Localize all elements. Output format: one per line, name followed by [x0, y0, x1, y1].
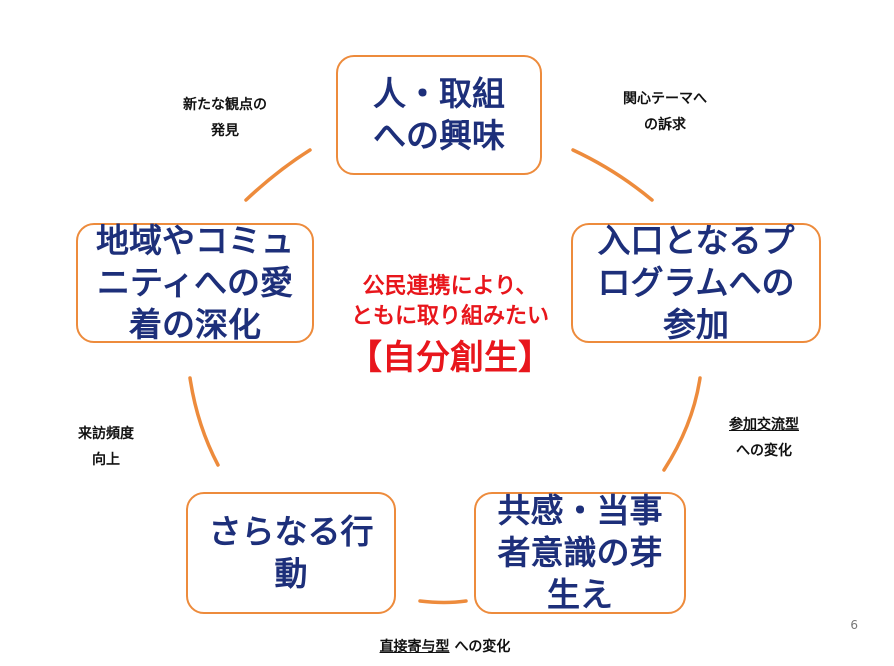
arc-top-right — [571, 148, 654, 202]
node-interest-line2: への興味 — [373, 116, 505, 155]
node-empathy: 共感・当事 者意識の芽 生え — [474, 491, 686, 614]
label-new-perspective-line1: 新たな観点の — [183, 97, 267, 113]
node-further-action: さらなる行 動 — [186, 492, 396, 614]
node-program-participation-line3: 参加 — [663, 305, 729, 344]
arc-bottom — [418, 599, 468, 605]
node-community-attachment-line1: 地域やコミュ — [96, 221, 294, 260]
node-program-participation-line1: 入口となるプ — [597, 221, 795, 260]
node-community-attachment-line3: 着の深化 — [129, 305, 261, 344]
arc-top-left — [244, 148, 312, 202]
label-direct-contribution-rest: への変化 — [454, 639, 511, 655]
center-title: 【自分創生】 — [348, 338, 552, 378]
page-number: 6 — [850, 618, 858, 632]
label-visit-frequency-line1: 来訪頻度 — [78, 426, 134, 442]
node-empathy-line3: 生え — [547, 575, 613, 614]
node-empathy-line1: 共感・当事 — [497, 491, 663, 530]
node-program-participation-line2: ログラムへの — [597, 263, 795, 302]
label-visit-frequency: 来訪頻度 向上 — [56, 421, 156, 473]
label-participatory-type: 参加交流型 — [729, 417, 799, 433]
center-line2: ともに取り組みたい — [350, 304, 549, 329]
node-community-attachment-line2: ニティへの愛 — [96, 263, 294, 302]
label-new-perspective-line2: 発見 — [211, 123, 239, 139]
label-interest-appeal-line2: の訴求 — [644, 117, 686, 133]
node-program-participation: 入口となるプ ログラムへの 参加 — [571, 221, 821, 344]
node-interest-line1: 人・取組 — [373, 74, 505, 113]
label-interest-appeal-line1: 関心テーマへ — [623, 91, 707, 107]
label-participatory-shift: 参加交流型 への変化 — [704, 412, 824, 464]
center-message: 公民連携により、 ともに取り組みたい 【自分創生】 — [300, 272, 600, 384]
label-visit-frequency-line2: 向上 — [92, 452, 120, 468]
label-new-perspective: 新たな観点の 発見 — [160, 92, 290, 144]
node-community-attachment: 地域やコミュ ニティへの愛 着の深化 — [76, 221, 314, 344]
node-interest: 人・取組 への興味 — [336, 55, 542, 175]
node-empathy-line2: 者意識の芽 — [497, 533, 663, 572]
arc-left — [188, 376, 220, 467]
node-further-action-line2: 動 — [274, 554, 308, 593]
arc-right — [662, 376, 702, 472]
node-further-action-line1: さらなる行 — [208, 512, 374, 551]
label-interest-appeal: 関心テーマへ の訴求 — [600, 86, 730, 138]
label-direct-contribution-shift: 直接寄与型 への変化 — [330, 634, 560, 660]
label-direct-contribution-type: 直接寄与型 — [379, 639, 450, 655]
label-participatory-shift-line2: への変化 — [736, 443, 792, 459]
center-line1: 公民連携により、 — [362, 274, 538, 299]
